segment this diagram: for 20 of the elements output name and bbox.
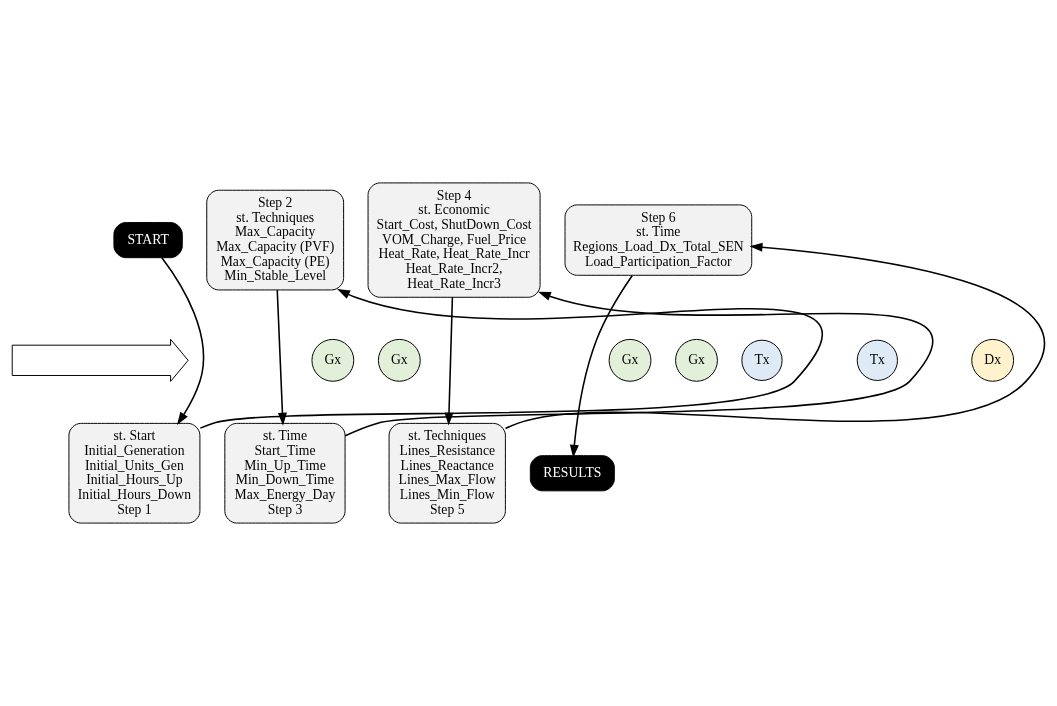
arrow — [504, 242, 1046, 430]
node-circle: Gx — [377, 338, 421, 382]
node-box: st. Start Initial_Generation Initial_Units_Gen Initial_Hours_Up Initial_Hours_Down Step 1 — [68, 422, 201, 524]
node-box: Step 2 st. Techniques Max_Capacity Max_Capacity (PVF) Max_Capacity (PE) Min_Stable_Level — [206, 189, 345, 291]
node-box: RESULTS — [529, 455, 615, 492]
node-circle: Gx — [608, 338, 652, 382]
node-arrow — [11, 338, 189, 382]
node-box: Step 4 st. Economic Start_Cost, ShutDown_Cost VOM_Charge, Fuel_Price Heat_Rate, Heat_Rate_Incr Heat_Rate_Incr2, Heat_Rate_Incr3 — [367, 182, 541, 298]
node-circle: Dx — [971, 338, 1015, 382]
node-box: st. Time Start_Time Min_Up_Time Min_Down_Time Max_Energy_Day Step 3 — [224, 422, 346, 524]
node-box: st. Techniques Lines_Resistance Lines_Reactance Lines_Max_Flow Lines_Min_Flow Step 5 — [388, 422, 506, 524]
node-circle: Gx — [675, 338, 718, 382]
arrow — [344, 291, 934, 437]
arrow — [569, 274, 633, 458]
arrow — [161, 257, 205, 425]
node-box: Step 6 st. Time Regions_Load_Dx_Total_SEN Load_Participation_Factor — [564, 204, 753, 276]
node-circle: Tx — [856, 339, 898, 381]
node-box: START — [113, 222, 183, 259]
node-circle: Gx — [311, 338, 355, 382]
node-circle: Tx — [741, 339, 783, 381]
